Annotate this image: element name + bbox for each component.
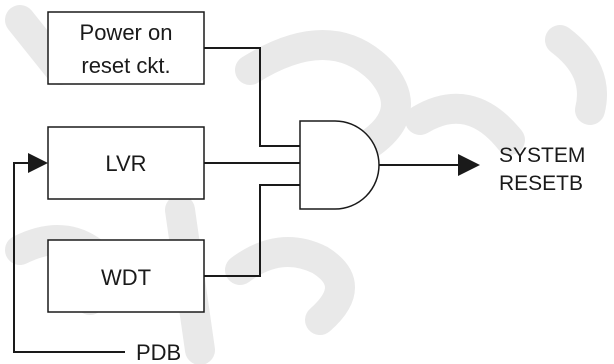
por-label-line1: Power on bbox=[80, 20, 173, 45]
power-on-reset-block: Power on reset ckt. bbox=[47, 11, 205, 85]
output-label-line2: RESETB bbox=[499, 172, 583, 195]
pdb-arrowhead bbox=[28, 153, 48, 173]
wdt-label: WDT bbox=[101, 265, 151, 290]
lvr-label: LVR bbox=[105, 151, 146, 176]
pdb-feedback-wire bbox=[13, 162, 125, 353]
wdt-to-gate-wire bbox=[204, 184, 300, 277]
por-to-gate-wire bbox=[204, 47, 300, 147]
output-label-line1: SYSTEM bbox=[499, 144, 585, 167]
lvr-block: LVR bbox=[47, 126, 205, 200]
pdb-label: PDB bbox=[136, 340, 181, 364]
and-gate bbox=[299, 120, 380, 210]
wdt-block: WDT bbox=[47, 239, 205, 313]
output-arrowhead bbox=[458, 154, 480, 176]
por-label-line2: reset ckt. bbox=[81, 53, 170, 78]
